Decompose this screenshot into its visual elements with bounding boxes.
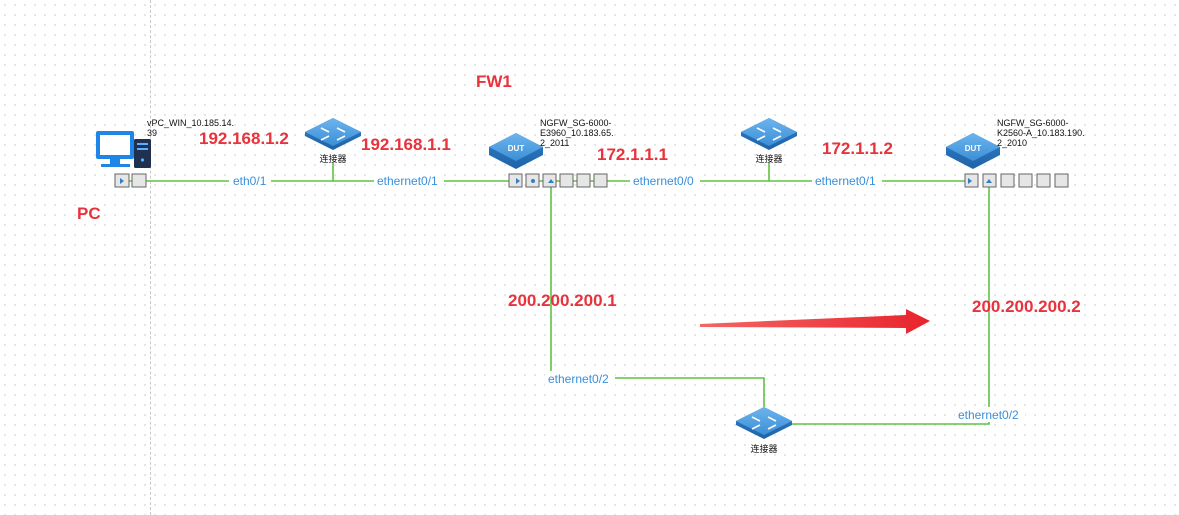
dut2-name-line3: 2_2010 (997, 138, 1027, 148)
annotations: FW1 PC 192.168.1.2 192.168.1.1 172.1.1.1… (77, 72, 1081, 316)
interface-labels: eth0/1 ethernet0/1 ethernet0/0 ethernet0… (229, 173, 1025, 422)
switch-icon (741, 118, 797, 150)
pc-ports (114, 173, 147, 188)
dut2-badge: DUT (965, 144, 982, 153)
switch-2-label: 连接器 (755, 153, 782, 164)
switch-3-label: 连接器 (750, 443, 777, 454)
switch-1-label: 连接器 (319, 153, 346, 164)
annotation-ip-dut2-e1: 172.1.1.2 (822, 139, 893, 158)
annotation-ip-fw1-e0: 172.1.1.1 (597, 145, 668, 164)
link-sw3-dut2[interactable] (790, 186, 990, 425)
if-fw1-ethernet0-0: ethernet0/0 (633, 174, 694, 188)
fw1-badge: DUT (508, 144, 525, 153)
port-indicator-icon (548, 179, 554, 183)
switch-3[interactable]: 连接器 (736, 407, 792, 454)
fw1-name-line3: 2_2011 (540, 138, 569, 148)
if-fw1-ethernet0-2: ethernet0/2 (548, 372, 609, 386)
port-indicator-icon (531, 179, 535, 183)
dut2-ports (964, 173, 1069, 188)
switch-icon (736, 407, 792, 439)
fw1-name-line1: NGFW_SG-6000- (540, 118, 612, 128)
switch-2[interactable]: 连接器 (741, 118, 797, 164)
dut2-name-line1: NGFW_SG-6000- (997, 118, 1069, 128)
vertical-guide-line (150, 0, 151, 515)
annotation-ip-dut2-e2: 200.200.200.2 (972, 297, 1081, 316)
firewall-icon (946, 133, 1000, 169)
port-indicator-icon (968, 178, 972, 184)
if-fw1-ethernet0-1: ethernet0/1 (377, 174, 438, 188)
port-indicator-icon (120, 178, 124, 184)
dut2-name-line2: K2560-A_10.183.190. (997, 128, 1085, 138)
annotation-ip-fw1-e1: 192.168.1.1 (361, 135, 451, 154)
port-indicator-icon (986, 179, 992, 183)
fw1-name-line2: E3960_10.183.65. (540, 128, 614, 138)
fw1-device[interactable]: DUT NGFW_SG-6000- E3960_10.183.65. 2_201… (489, 118, 614, 188)
annotation-ip-pc: 192.168.1.2 (199, 129, 289, 148)
pc-icon (96, 131, 151, 168)
switch-1[interactable]: 连接器 (305, 118, 361, 164)
switch-icon (305, 118, 361, 150)
annotation-ip-fw1-e2: 200.200.200.1 (508, 291, 617, 310)
red-arrow-icon (700, 309, 930, 334)
pc-name-line2: 39 (147, 128, 157, 138)
dut2-device[interactable]: DUT NGFW_SG-6000- K2560-A_10.183.190. 2_… (946, 118, 1085, 188)
if-dut2-ethernet0-2: ethernet0/2 (958, 408, 1019, 422)
annotation-fw1: FW1 (476, 72, 512, 91)
if-pc-eth0-1: eth0/1 (233, 174, 267, 188)
pc-device[interactable]: vPC_WIN_10.185.14. 39 (96, 118, 234, 188)
pc-name-line1: vPC_WIN_10.185.14. (147, 118, 234, 128)
firewall-icon (489, 133, 543, 169)
link-fw1-sw3[interactable] (550, 186, 765, 407)
fw1-ports (508, 173, 608, 188)
if-dut2-ethernet0-1: ethernet0/1 (815, 174, 876, 188)
port-indicator-icon (516, 178, 520, 184)
annotation-pc: PC (77, 204, 101, 223)
